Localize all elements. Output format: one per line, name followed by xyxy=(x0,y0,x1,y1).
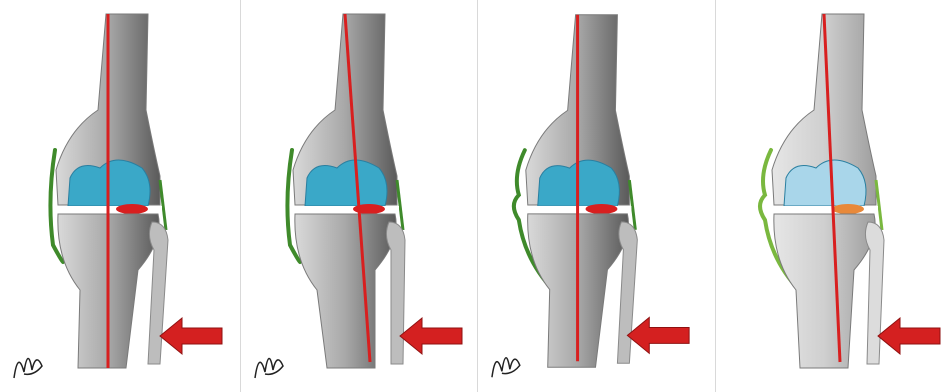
panel-normal-alignment xyxy=(0,0,241,392)
fibula-bone xyxy=(617,222,637,363)
artist-signature-icon xyxy=(492,358,520,377)
fibula-bone xyxy=(386,222,405,364)
lateral-ligament xyxy=(876,180,882,230)
knee-diagram-1 xyxy=(0,0,240,392)
panel-varus-wavy-ligament xyxy=(478,0,716,392)
articular-cartilage xyxy=(305,160,387,206)
knee-group xyxy=(492,15,689,377)
lateral-meniscus xyxy=(586,204,618,214)
articular-cartilage xyxy=(784,160,866,206)
lateral-ligament xyxy=(629,180,635,230)
knee-group xyxy=(255,14,462,378)
knee-diagram-2 xyxy=(241,0,477,392)
force-arrow-icon xyxy=(160,318,222,354)
tibia-bone xyxy=(295,214,396,368)
lateral-meniscus xyxy=(116,204,148,214)
artist-signature-icon xyxy=(255,358,283,378)
lateral-ligament xyxy=(397,180,403,230)
artist-signature-icon xyxy=(14,358,42,378)
tibia-bone xyxy=(774,214,875,368)
panel-varus-deviation xyxy=(241,0,478,392)
knee-diagram-4 xyxy=(716,0,944,392)
knee-diagram-3 xyxy=(478,0,715,392)
force-arrow-icon xyxy=(878,318,940,354)
panel-light-faded xyxy=(716,0,944,392)
force-arrow-icon xyxy=(627,317,689,353)
knee-group xyxy=(14,14,222,378)
fibula-bone xyxy=(148,222,168,364)
force-arrow-icon xyxy=(400,318,462,354)
lateral-meniscus xyxy=(832,204,864,214)
knee-group xyxy=(760,14,940,368)
fibula-bone xyxy=(865,222,884,364)
lateral-ligament xyxy=(160,180,166,230)
